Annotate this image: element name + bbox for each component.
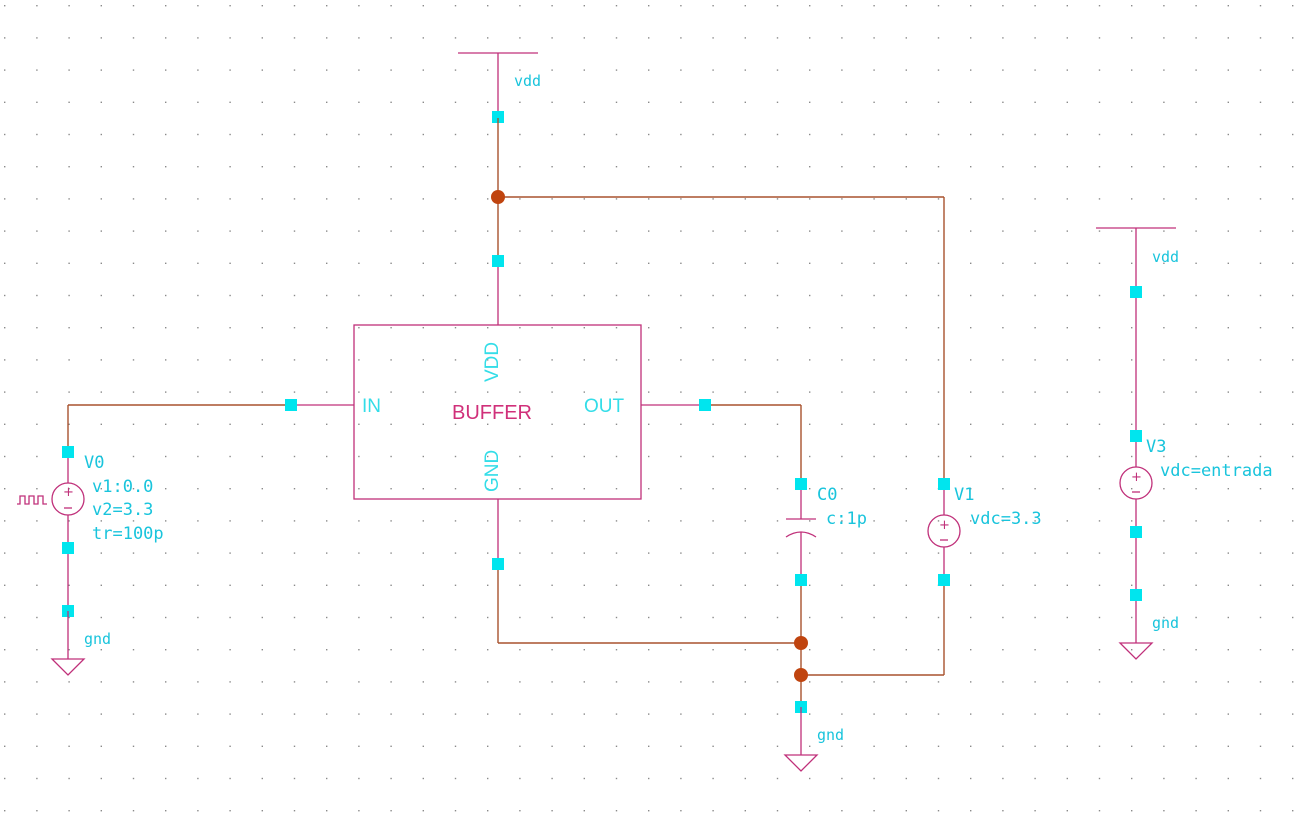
vdd-net-label: vdd [514, 72, 541, 90]
v3-vdd-label: vdd [1152, 248, 1179, 266]
v3-plus-pin[interactable] [1130, 430, 1142, 442]
grid-dots [4, 5, 1294, 812]
v1-plus-pin[interactable] [938, 478, 950, 490]
main-ground[interactable]: gnd [783, 701, 844, 772]
buffer-pin-in-label: IN [362, 396, 381, 417]
v0-plus-pin[interactable] [62, 446, 74, 458]
c0-top-pin[interactable] [795, 478, 807, 490]
v3-dc-source[interactable]: + vdd V3 vdc=entrada gnd [1096, 227, 1273, 660]
v3-gnd-pin[interactable] [1130, 589, 1142, 601]
pulse-waveform-icon [17, 495, 47, 505]
v1-minus-pin[interactable] [938, 574, 950, 586]
buffer-name: BUFFER [452, 402, 532, 424]
v0-pulse-source[interactable]: + V0 v1:0.0 v2=3.3 tr=100p gnd [17, 446, 164, 676]
buffer-out-pin[interactable] [699, 399, 711, 411]
vdd-supply-pin[interactable] [492, 111, 504, 123]
wires [67, 118, 945, 707]
buffer-in-pin[interactable] [285, 399, 297, 411]
v0-ground-symbol [50, 658, 86, 676]
v0-param-tr: tr=100p [92, 524, 164, 544]
v1-param-label: vdc=3.3 [970, 509, 1042, 529]
junction-vdd[interactable] [491, 190, 505, 204]
c0-bottom-pin[interactable] [795, 574, 807, 586]
v3-ref-label: V3 [1146, 437, 1166, 457]
buffer-pin-vdd-label: VDD [482, 342, 503, 382]
c0-capacitor[interactable]: C0 c:1p [785, 478, 867, 586]
v0-ref-label: V0 [84, 453, 104, 473]
v0-param-v1: v1:0.0 [92, 477, 153, 497]
buffer-pin-gnd-label: GND [482, 450, 503, 492]
vdd-supply-symbol[interactable]: vdd [458, 52, 541, 123]
junction-gnd-v1[interactable] [794, 668, 808, 682]
buffer-component[interactable]: BUFFER IN OUT VDD GND [285, 255, 711, 570]
v1-source-circle [927, 514, 961, 548]
main-ground-symbol [783, 754, 819, 772]
v3-vdd-pin[interactable] [1130, 286, 1142, 298]
svg-text:+: + [939, 518, 950, 533]
v0-param-v2: v2=3.3 [92, 500, 153, 520]
v1-dc-source[interactable]: + V1 vdc=3.3 [927, 478, 1042, 586]
main-gnd-label: gnd [817, 726, 844, 744]
v3-ground-symbol [1118, 642, 1154, 660]
v1-ref-label: V1 [954, 485, 974, 505]
c0-ref-label: C0 [817, 485, 837, 505]
v3-gnd-label: gnd [1152, 614, 1179, 632]
buffer-body[interactable] [353, 324, 642, 500]
buffer-vdd-pin[interactable] [492, 255, 504, 267]
svg-text:+: + [63, 485, 74, 500]
v0-source-circle [51, 482, 85, 516]
junctions [491, 190, 808, 682]
buffer-gnd-pin[interactable] [492, 558, 504, 570]
junction-gnd-buffer[interactable] [794, 636, 808, 650]
c0-value-label: c:1p [826, 509, 867, 529]
svg-text:+: + [1131, 470, 1142, 485]
v3-minus-pin[interactable] [1130, 526, 1142, 538]
v3-param-label: vdc=entrada [1160, 461, 1273, 481]
v0-minus-pin[interactable] [62, 542, 74, 554]
buffer-pin-out-label: OUT [584, 396, 625, 417]
v0-gnd-label: gnd [84, 630, 111, 648]
